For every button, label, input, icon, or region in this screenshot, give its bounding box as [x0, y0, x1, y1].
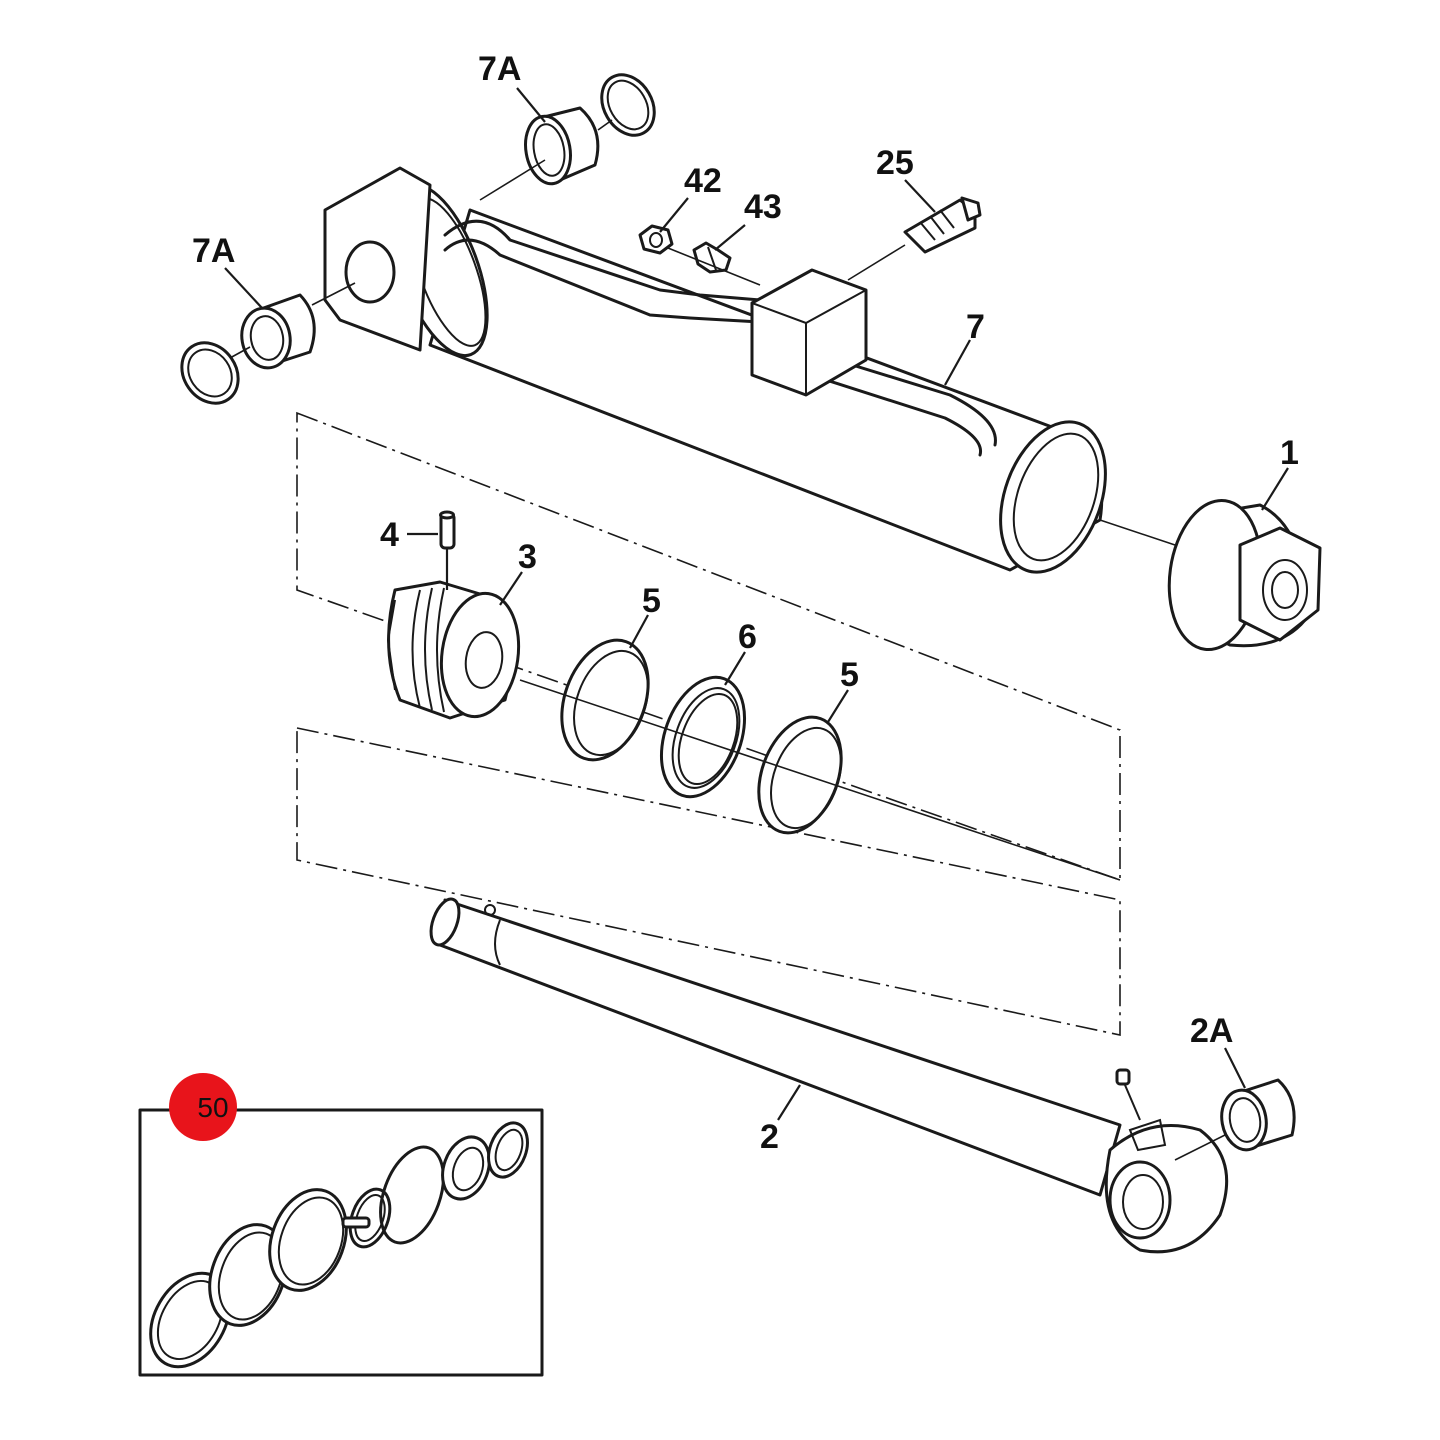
callout-5-lower: 5	[840, 656, 859, 694]
wear-ring-5a	[560, 638, 650, 762]
assembly-guide-box-lower	[296, 727, 1121, 1036]
pin-4	[439, 510, 456, 550]
callout-3: 3	[518, 538, 537, 576]
callout-1: 1	[1280, 434, 1299, 472]
assembly-guide-box-upper	[296, 411, 1121, 882]
kit-number-label: 50	[197, 1092, 228, 1123]
callout-4: 4	[380, 516, 399, 554]
callout-42: 42	[684, 162, 722, 200]
piston-seal-6	[659, 675, 747, 799]
bushing-7a-top	[479, 73, 656, 201]
kit-number-badge	[169, 1073, 237, 1141]
leader-lines	[224, 87, 1289, 1121]
callout-7: 7	[966, 308, 985, 346]
wear-ring-5b	[757, 715, 843, 835]
piston-3	[386, 580, 521, 720]
callout-2: 2	[760, 1118, 779, 1156]
callout-25: 25	[876, 144, 914, 182]
callout-2a: 2A	[1190, 1012, 1233, 1050]
fitting-axis	[667, 247, 761, 286]
callout-6: 6	[738, 618, 757, 656]
callout-7a-left: 7A	[192, 232, 235, 270]
piston-rod-2	[429, 897, 1236, 1254]
callout-43: 43	[744, 188, 782, 226]
bushing-7a-left	[180, 282, 356, 405]
piston-axis	[519, 679, 1121, 881]
fitting-adapter-43	[692, 241, 732, 274]
callout-7a-top: 7A	[478, 50, 521, 88]
bushing-2a	[1220, 1078, 1296, 1152]
seal-kit-inset	[138, 1108, 544, 1377]
gland-head-1	[1099, 498, 1322, 652]
cylinder-barrel	[323, 166, 1107, 574]
fitting-nut-42	[638, 224, 674, 255]
valve-cartridge-25	[847, 196, 982, 281]
callout-5-upper: 5	[642, 582, 661, 620]
